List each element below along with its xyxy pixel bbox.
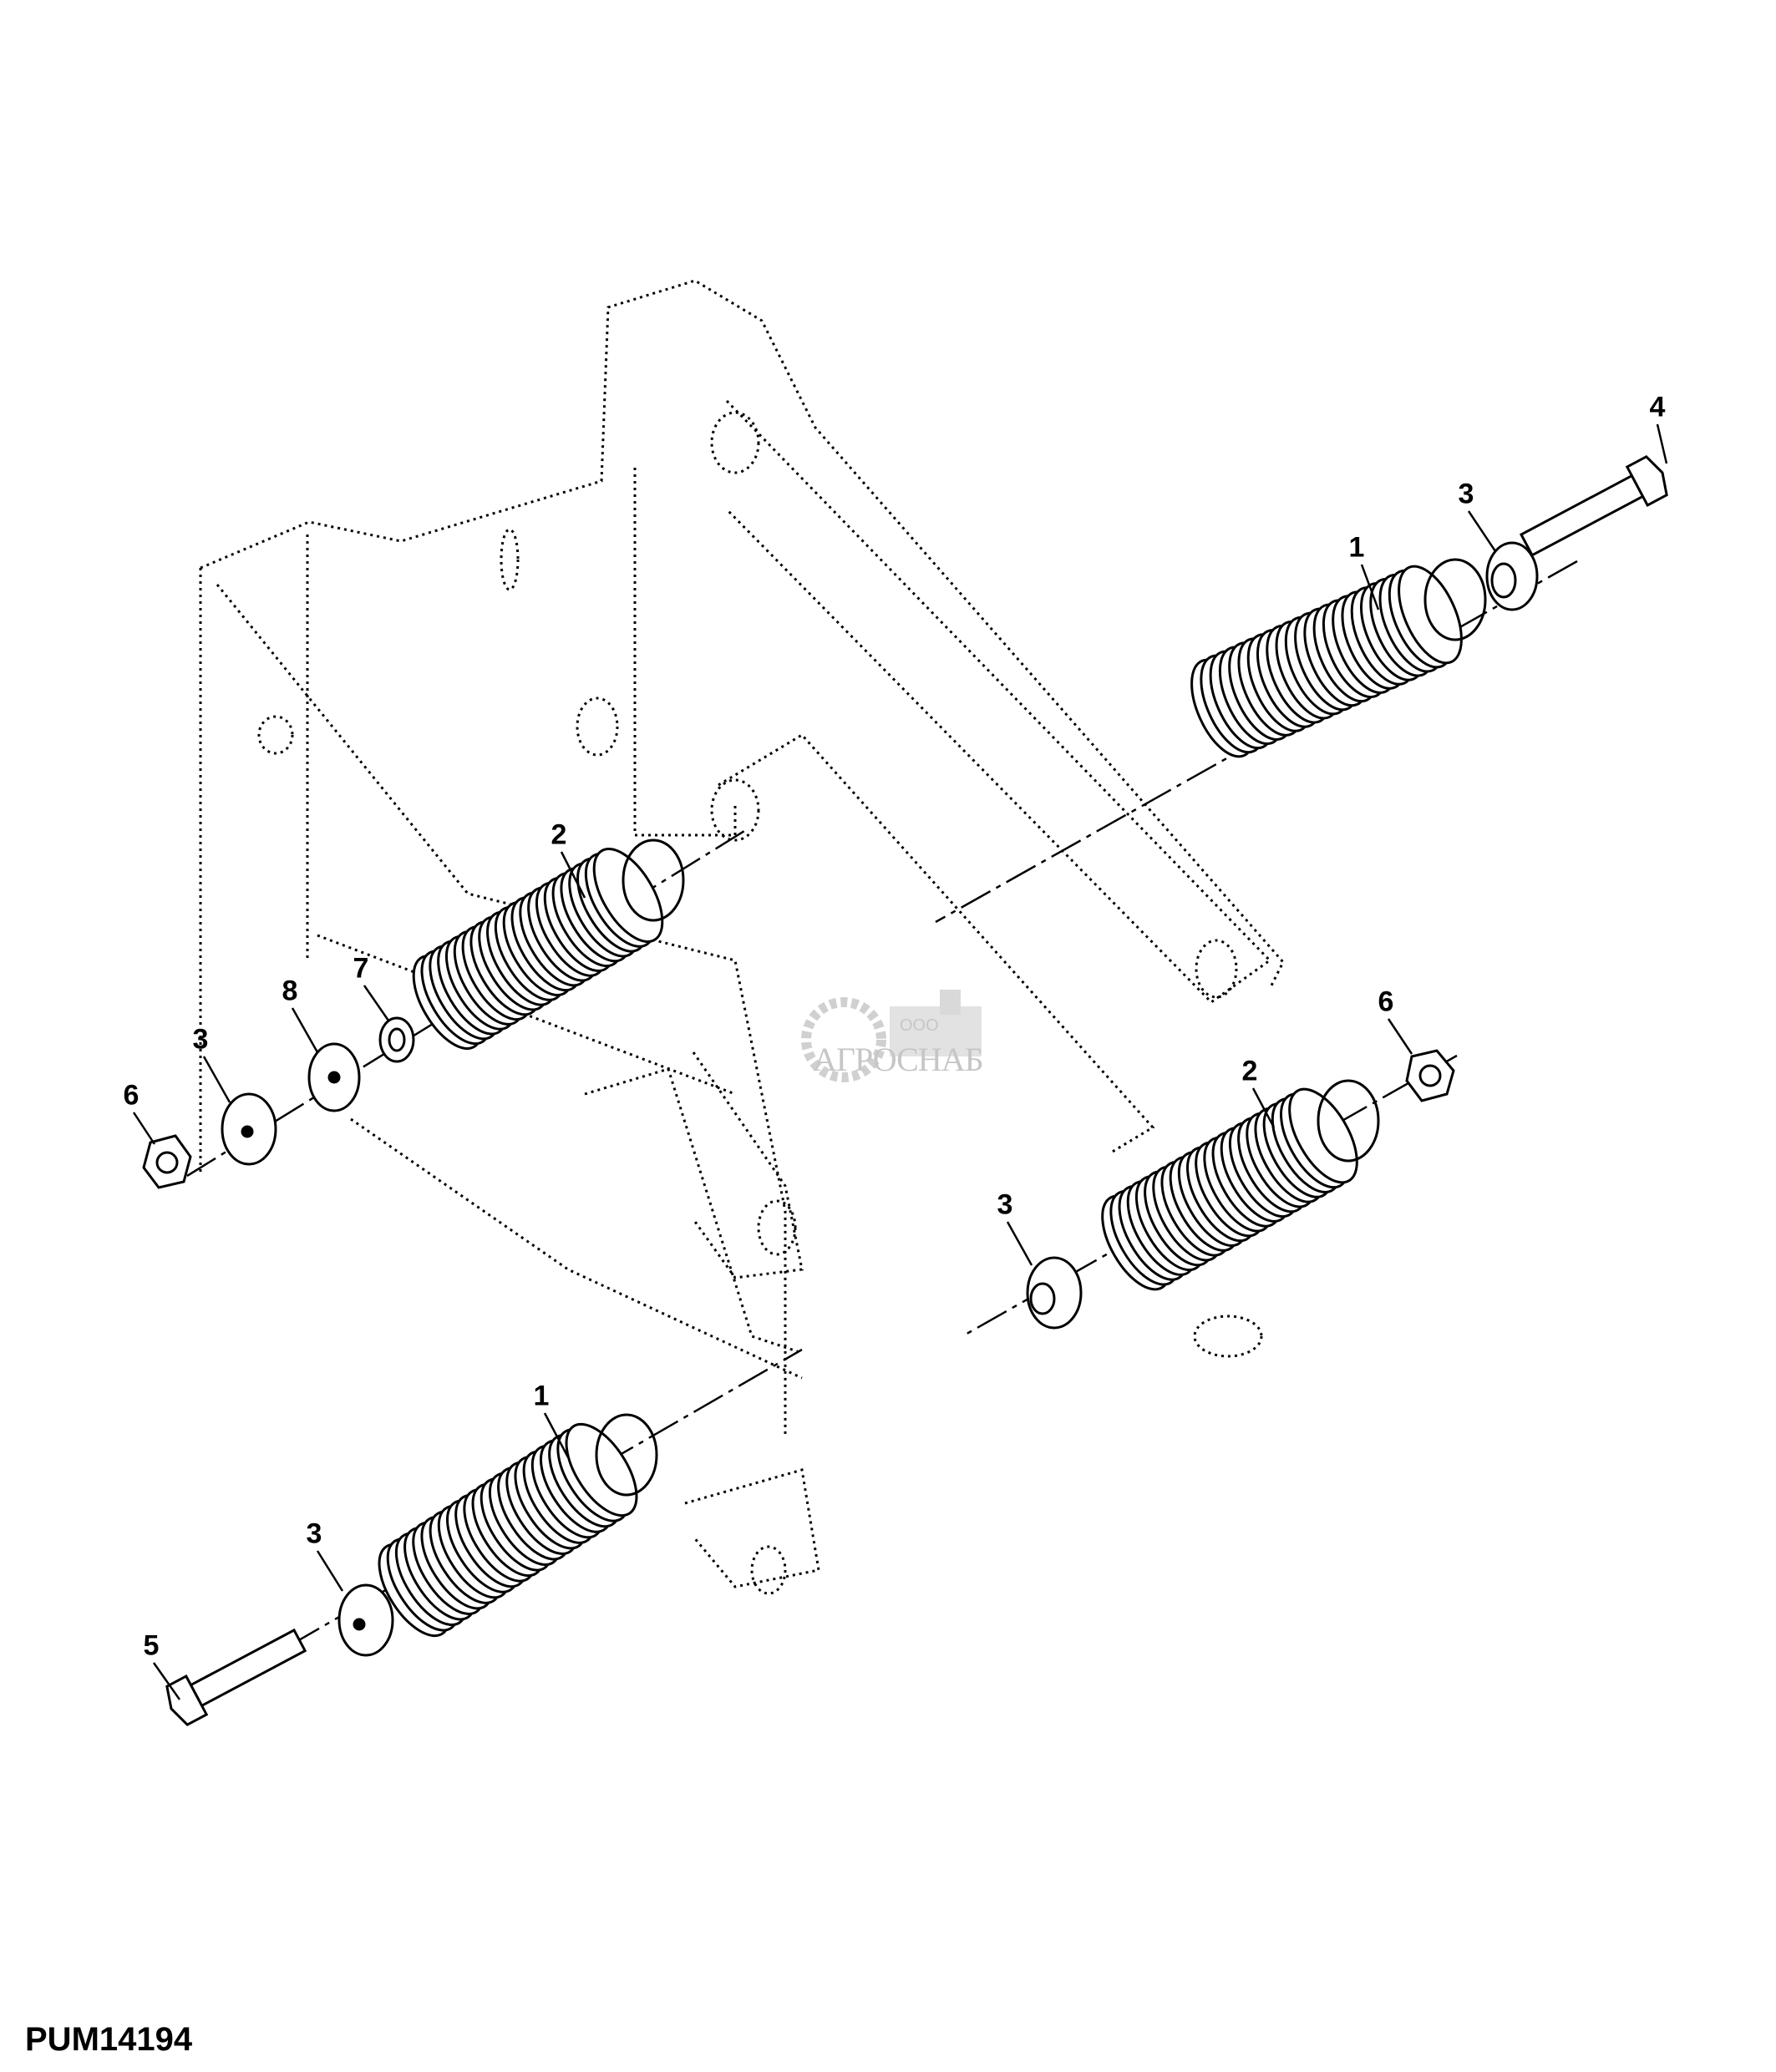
spring-1-bottom bbox=[378, 1413, 658, 1638]
spring-2-right bbox=[1101, 1079, 1380, 1291]
callout-6: 6 bbox=[123, 1079, 140, 1112]
callout-2: 2 bbox=[1241, 1055, 1258, 1087]
spring-1-top bbox=[1190, 558, 1487, 758]
spacer-7-left bbox=[378, 1016, 415, 1063]
callout-3: 3 bbox=[306, 1517, 322, 1550]
callout-4: 4 bbox=[1649, 391, 1666, 423]
spring-2-left bbox=[412, 838, 685, 1050]
callout-8: 8 bbox=[282, 975, 298, 1007]
washer-3-bottom bbox=[337, 1583, 394, 1657]
nut-6-left bbox=[142, 1134, 192, 1189]
hardware bbox=[142, 454, 1668, 1727]
nut-6-right bbox=[1405, 1049, 1455, 1102]
leader-lines bbox=[132, 423, 1668, 1700]
washer-3-right bbox=[1026, 1256, 1083, 1330]
washer-3-left bbox=[221, 1092, 277, 1166]
bolt-4 bbox=[1519, 454, 1668, 557]
combine-gear-icon bbox=[801, 990, 982, 1082]
bolt-5 bbox=[165, 1628, 307, 1727]
washer-8-left bbox=[307, 1042, 361, 1112]
axis-lines bbox=[186, 560, 1578, 1699]
callout-7: 7 bbox=[353, 952, 369, 985]
figure-id: PUM14194 bbox=[25, 2021, 193, 2058]
callout-1: 1 bbox=[533, 1380, 550, 1412]
callout-1: 1 bbox=[1348, 531, 1365, 564]
watermark-name: АГРОСНАБ bbox=[813, 1041, 984, 1078]
callout-6: 6 bbox=[1378, 985, 1394, 1018]
callout-3: 3 bbox=[192, 1023, 209, 1056]
callout-3: 3 bbox=[1458, 478, 1474, 510]
callout-3: 3 bbox=[997, 1188, 1013, 1221]
washer-3-top bbox=[1485, 541, 1539, 611]
frame-outline bbox=[199, 279, 1285, 1595]
watermark-prefix: ООО bbox=[900, 1016, 939, 1035]
callout-2: 2 bbox=[551, 818, 567, 851]
callout-5: 5 bbox=[143, 1629, 160, 1662]
watermark-logo: ООО АГРОСНАБ bbox=[798, 981, 1007, 1098]
